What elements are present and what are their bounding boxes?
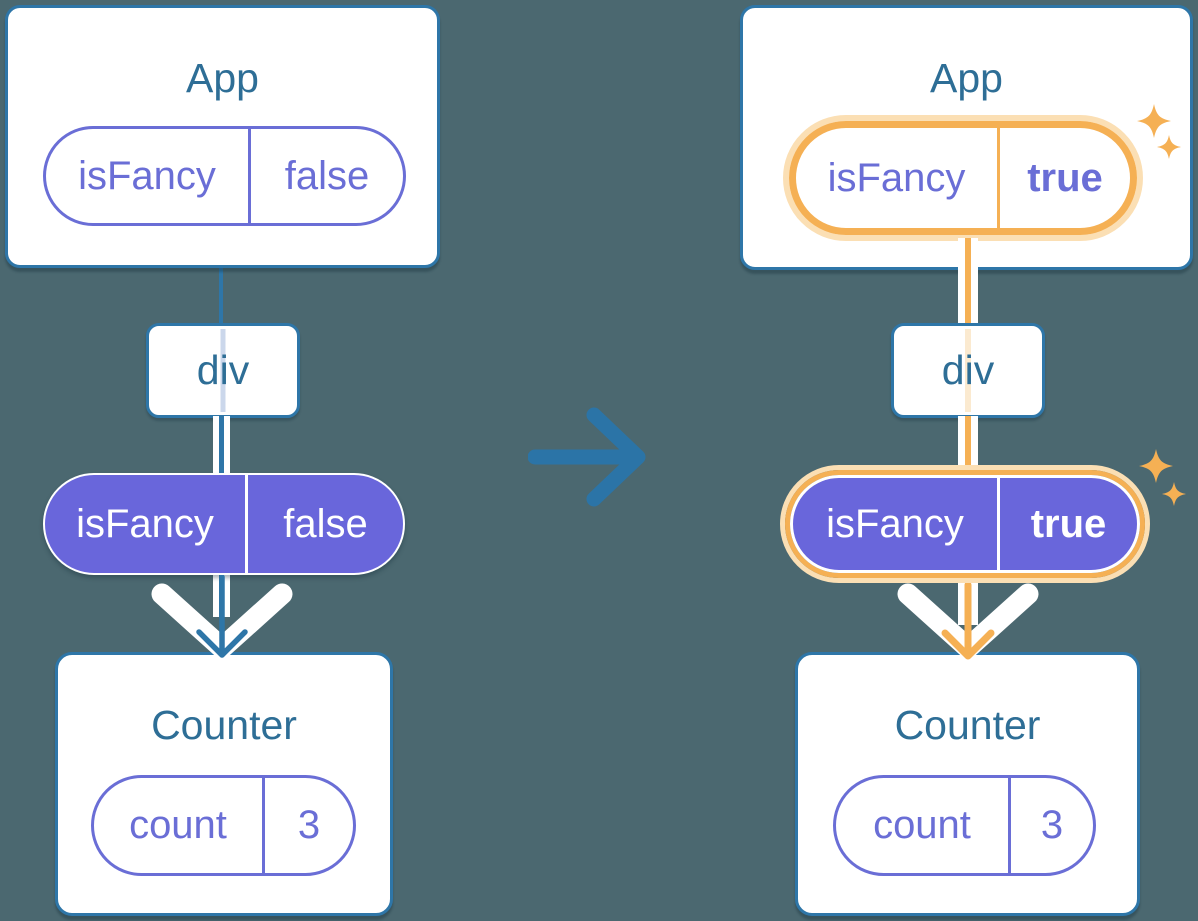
prop-pill: isFancy true [790, 475, 1140, 573]
counter-state-pill: count 3 [91, 775, 356, 876]
div-node: div [146, 323, 300, 418]
pipe-core [965, 238, 971, 323]
highlight-glow-ring: isFancy true [780, 465, 1150, 583]
sparkle-icon [1139, 449, 1173, 483]
highlight-orange-ring: isFancy true [785, 470, 1145, 578]
app-state-pill-highlighted: isFancy true [783, 115, 1143, 241]
prop-pill-highlighted: isFancy true [780, 465, 1150, 583]
component-title: App [930, 55, 1003, 101]
pipe-wall [958, 238, 965, 323]
app-component-card: App isFancy true [740, 5, 1193, 270]
pipe-wall [971, 238, 978, 323]
state-value-label: false [284, 153, 370, 198]
pipe-core [965, 416, 971, 476]
arrow-down-icon [196, 575, 248, 658]
sparkle-icon [1162, 482, 1186, 506]
pipe-wall [213, 416, 219, 476]
pipe-core [219, 416, 224, 476]
pipe-wall [971, 581, 978, 625]
prop-flow-pipe [958, 416, 978, 476]
counter-state-pill: count 3 [833, 775, 1096, 876]
state-value-label: 3 [297, 803, 321, 847]
div-node-label: div [941, 347, 995, 393]
pipe-wall [958, 581, 965, 625]
counter-component-card: Counter count 3 [55, 652, 393, 916]
prop-flow-pipe [958, 238, 978, 323]
state-name-label: count [836, 778, 1011, 873]
highlight-glow-ring: isFancy true [783, 115, 1143, 241]
prop-trace-line [965, 329, 971, 412]
state-name-label: isFancy [796, 128, 1000, 228]
highlight-orange-ring: isFancy true [789, 121, 1137, 235]
connector-line [219, 266, 223, 324]
prop-pill: isFancy false [43, 473, 405, 575]
component-title: Counter [894, 702, 1041, 748]
state-value-label: 3 [1040, 803, 1064, 847]
state-name-label: isFancy [46, 129, 251, 223]
arrow-right-icon [528, 407, 646, 507]
app-component-card: App isFancy false [5, 5, 440, 268]
arrow-down-icon [941, 583, 995, 660]
sparkle-icon [1157, 135, 1181, 159]
state-name-label: count [94, 778, 265, 873]
prop-value-label: true [1030, 501, 1107, 546]
prop-value-label: false [283, 501, 368, 546]
component-title: App [186, 55, 259, 101]
prop-name-label: isFancy [45, 475, 248, 573]
sparkle-icon [1137, 104, 1171, 138]
pipe-wall [958, 416, 965, 476]
pipe-wall [971, 416, 978, 476]
prop-name-label: isFancy [793, 478, 1000, 570]
pipe-wall [224, 573, 230, 617]
prop-trace-line [220, 329, 226, 412]
pipe-wall [213, 573, 219, 617]
div-node-label: div [196, 347, 250, 393]
prop-flow-pipe [213, 416, 230, 476]
counter-component-card: Counter count 3 [795, 652, 1140, 916]
app-state-pill: isFancy false [43, 126, 406, 226]
component-title: Counter [151, 702, 297, 748]
state-value-label: true [1027, 155, 1103, 200]
div-node: div [891, 323, 1045, 418]
pipe-wall [224, 416, 230, 476]
